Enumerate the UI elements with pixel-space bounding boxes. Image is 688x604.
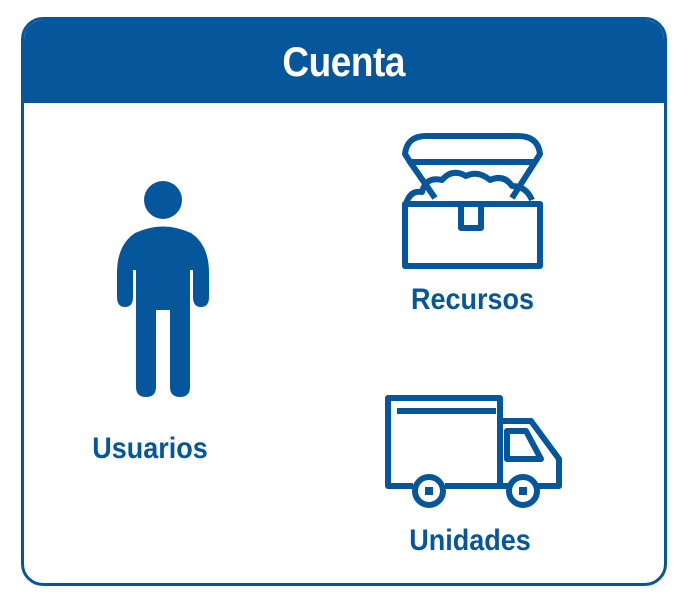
usuarios-label: Usuarios bbox=[92, 432, 208, 465]
treasure-chest-icon bbox=[402, 133, 543, 269]
card-header: Cuenta bbox=[24, 20, 664, 103]
person-icon bbox=[117, 181, 209, 397]
recursos-label: Recursos bbox=[410, 283, 535, 316]
unidades-label: Unidades bbox=[409, 524, 531, 557]
card-title: Cuenta bbox=[282, 37, 406, 85]
delivery-truck-icon bbox=[385, 395, 562, 508]
